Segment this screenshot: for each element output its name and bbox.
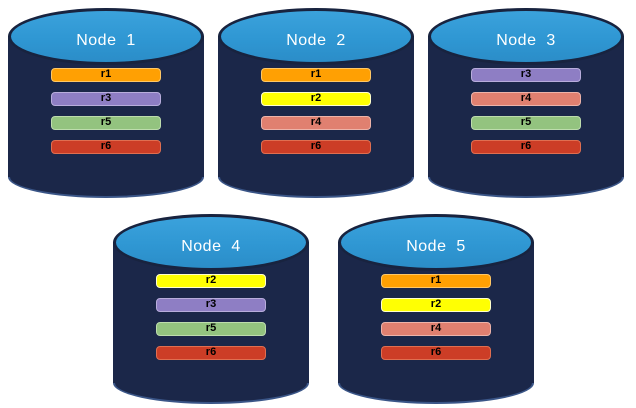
- database-node-3: r3 r4 r5 r6 Node 3: [428, 8, 624, 198]
- database-node-4: r2 r3 r5 r6 Node 4: [113, 214, 309, 404]
- replica-bar: r2: [261, 92, 371, 106]
- replica-bar: r5: [51, 116, 161, 130]
- cylinder-top: Node 1: [8, 8, 204, 65]
- replica-bar: r3: [156, 298, 266, 312]
- node-title: Node 1: [76, 32, 136, 49]
- replica-bar: r2: [381, 298, 491, 312]
- replica-list: r1 r3 r5 r6: [8, 68, 204, 154]
- node-title: Node 2: [286, 32, 346, 49]
- cylinder-top: Node 3: [428, 8, 624, 65]
- replica-bar: r1: [51, 68, 161, 82]
- replica-bar: r6: [381, 346, 491, 360]
- replica-list: r2 r3 r5 r6: [113, 274, 309, 360]
- cylinder-top: Node 4: [113, 214, 309, 271]
- node-title: Node 4: [181, 238, 241, 255]
- node-title: Node 5: [406, 238, 466, 255]
- replica-bar: r6: [156, 346, 266, 360]
- replica-bar: r1: [261, 68, 371, 82]
- database-node-5: r1 r2 r4 r6 Node 5: [338, 214, 534, 404]
- database-node-2: r1 r2 r4 r6 Node 2: [218, 8, 414, 198]
- replica-bar: r4: [471, 92, 581, 106]
- replica-bar: r6: [261, 140, 371, 154]
- cylinder-top: Node 2: [218, 8, 414, 65]
- database-node-1: r1 r3 r5 r6 Node 1: [8, 8, 204, 198]
- replica-bar: r6: [51, 140, 161, 154]
- replica-bar: r5: [471, 116, 581, 130]
- replica-bar: r3: [471, 68, 581, 82]
- replica-bar: r4: [261, 116, 371, 130]
- replica-list: r1 r2 r4 r6: [218, 68, 414, 154]
- replica-bar: r4: [381, 322, 491, 336]
- replica-bar: r2: [156, 274, 266, 288]
- replica-bar: r6: [471, 140, 581, 154]
- replica-bar: r3: [51, 92, 161, 106]
- cylinder-top: Node 5: [338, 214, 534, 271]
- replica-bar: r5: [156, 322, 266, 336]
- node-title: Node 3: [496, 32, 556, 49]
- replica-list: r3 r4 r5 r6: [428, 68, 624, 154]
- replica-list: r1 r2 r4 r6: [338, 274, 534, 360]
- replica-bar: r1: [381, 274, 491, 288]
